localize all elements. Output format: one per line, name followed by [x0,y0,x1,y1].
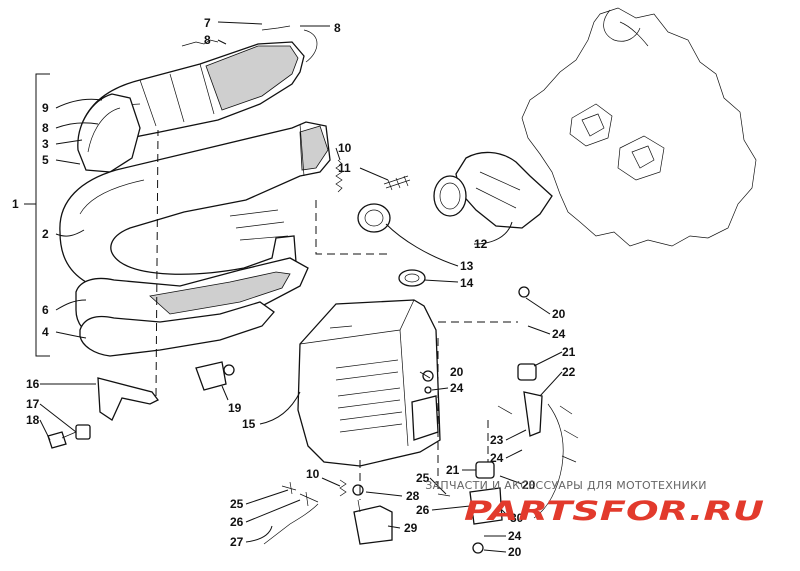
callout-26: 26 [230,515,244,529]
callout-22: 22 [562,365,576,379]
callout-10: 10 [338,141,352,155]
callout-30: 30 [510,511,524,525]
callout-25: 25 [230,497,244,511]
watermark: ЗАПЧАСТИ И АКСЕССУАРЫ ДЛЯ МОТОТЕХНИКИ PA… [425,479,764,527]
group-bracket [35,73,50,357]
callout-20: 20 [522,478,536,492]
callout-7: 7 [204,16,211,30]
callout-3: 3 [42,137,49,151]
callout-29: 29 [404,521,418,535]
callout-15: 15 [242,417,256,431]
callout-21: 21 [562,345,576,359]
callout-24: 24 [490,451,504,465]
callout-8: 8 [204,33,211,47]
callout-26: 26 [416,503,430,517]
heat-shield-lower [75,257,309,357]
callout-13: 13 [460,259,474,273]
callout-9: 9 [42,101,49,115]
callout-23: 23 [490,433,504,447]
callout-8: 8 [42,121,49,135]
callout-20: 20 [508,545,522,559]
callout-14: 14 [460,276,474,290]
leader-lines [39,21,563,553]
callout-2: 2 [42,227,49,241]
hardware-bolts [263,481,451,545]
watermark-logo: PARTSFOR.RU [464,496,764,527]
callout-25: 25 [416,471,430,485]
callout-10: 10 [306,467,320,481]
callout-12: 12 [474,237,488,251]
callout-18: 18 [26,413,40,427]
callout-28: 28 [406,489,420,503]
callout-8: 8 [334,21,341,35]
callout-1: 1 [12,197,19,211]
callout-24: 24 [508,529,522,543]
exhaust-manifold [433,151,553,229]
watermark-tagline: ЗАПЧАСТИ И АКСЕССУАРЫ ДЛЯ МОТОТЕХНИКИ [425,479,707,492]
callout-27: 27 [230,535,244,549]
chassis-fragment [533,403,579,519]
callout-5: 5 [42,153,49,167]
heat-shield-left [77,93,141,173]
callout-17: 17 [26,397,40,411]
callout-6: 6 [42,303,49,317]
gaskets [357,203,426,287]
springs [181,25,411,193]
brackets [47,286,543,554]
callout-16: 16 [26,377,40,391]
callout-24: 24 [552,327,566,341]
engine-outline [521,7,757,247]
callout-11: 11 [338,161,351,175]
callout-20: 20 [450,365,464,379]
callout-labels: 7 8 8 9 8 3 5 1 2 6 4 10 11 12 13 14 20 … [12,16,576,559]
callout-20: 20 [552,307,566,321]
callout-19: 19 [228,401,242,415]
callout-4: 4 [42,325,49,339]
callout-21: 21 [446,463,460,477]
muffler [297,299,441,467]
callout-24: 24 [450,381,464,395]
assembly-lines [155,129,518,500]
